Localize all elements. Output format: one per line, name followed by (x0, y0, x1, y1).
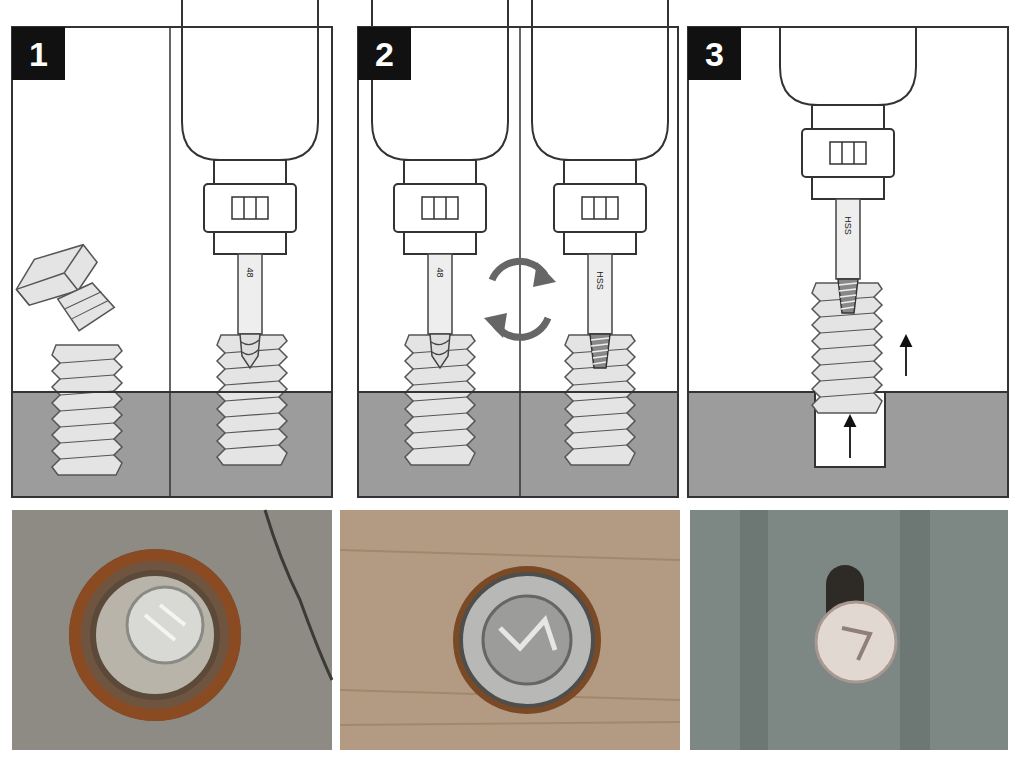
bit-marking: HSS (594, 271, 603, 290)
step-number-box: 1 (12, 27, 65, 80)
bit-marking: 48 (434, 267, 443, 277)
step-number: 2 (375, 37, 394, 71)
step-number-box: 2 (358, 27, 411, 80)
step-number: 3 (705, 37, 724, 71)
bit-marking: HSS (842, 216, 851, 235)
step-number-box: 3 (688, 27, 741, 80)
step-number: 1 (29, 37, 48, 71)
bit-marking: 48 (244, 267, 253, 277)
